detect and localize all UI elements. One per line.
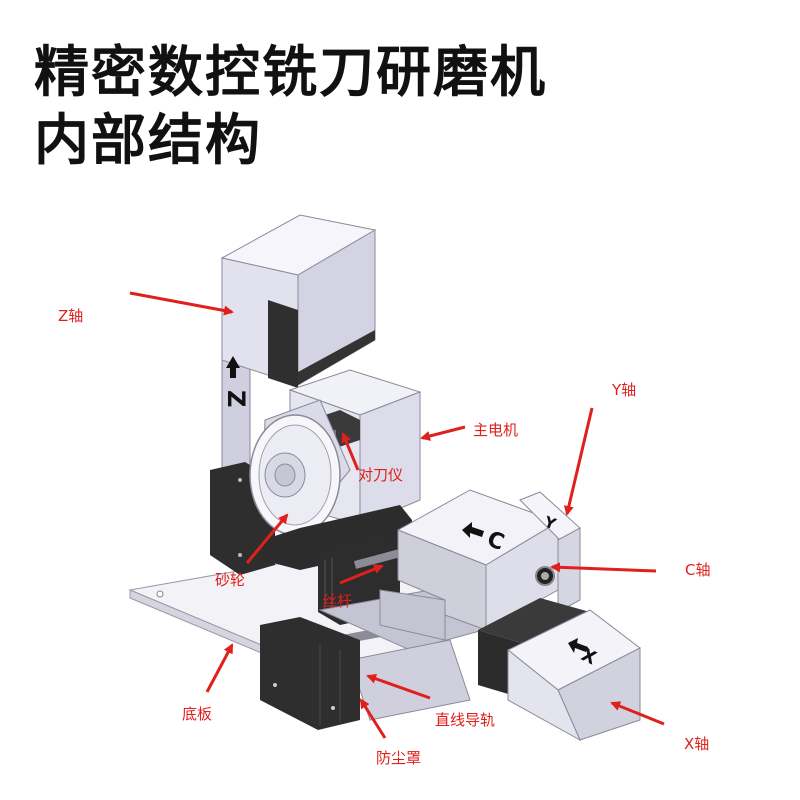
y-carriage-block <box>262 505 412 570</box>
arrow-lead-screw <box>339 564 384 585</box>
z-arrow-icon <box>226 356 240 378</box>
arrow-tool-setter <box>341 432 360 471</box>
arrow-main-motor <box>420 425 466 441</box>
label-dust-cover: 防尘罩 <box>376 749 422 767</box>
arrow-z-axis <box>129 291 234 316</box>
z-column: Z <box>210 214 377 575</box>
y-axis-block: Y <box>519 491 581 613</box>
label-tool-setter: 对刀仪 <box>358 466 404 484</box>
title-line-1: 精密数控铣刀研磨机 <box>34 40 548 104</box>
arrow-c-axis <box>550 562 657 573</box>
c-arrow-icon <box>462 522 484 538</box>
arrow-dust-cover <box>359 698 387 739</box>
title-line-2: 内部结构 <box>34 108 263 172</box>
label-lead-screw: 丝杆 <box>322 592 353 610</box>
arrow-base-plate <box>205 643 234 693</box>
dust-cover-front <box>260 617 360 730</box>
arrow-linear-guide <box>366 673 431 700</box>
label-main-motor: 主电机 <box>473 421 519 439</box>
label-base-plate: 底板 <box>182 705 213 723</box>
page-title: 精密数控铣刀研磨机 内部结构 <box>34 38 547 174</box>
x-arrow-icon <box>568 638 588 653</box>
arrow-grinding-wheel <box>245 513 289 564</box>
callout-arrows <box>129 291 665 739</box>
label-c-axis: C轴 <box>685 561 711 579</box>
arrow-x-axis <box>610 701 665 726</box>
z-axis-mark: Z <box>222 390 250 407</box>
x-axis-housing: X <box>478 598 641 742</box>
label-grinding-wheel: 砂轮 <box>215 571 246 589</box>
label-y-axis: Y轴 <box>612 381 637 399</box>
base-hole <box>156 590 164 598</box>
label-x-axis: X轴 <box>684 735 710 753</box>
label-linear-guide: 直线导轨 <box>435 711 496 729</box>
c-axis-mark: C <box>484 527 508 556</box>
c-axis-body: C <box>379 489 560 641</box>
arrow-y-axis <box>563 407 594 516</box>
grinding-wheel <box>249 399 351 536</box>
label-z-axis: Z轴 <box>58 307 84 325</box>
